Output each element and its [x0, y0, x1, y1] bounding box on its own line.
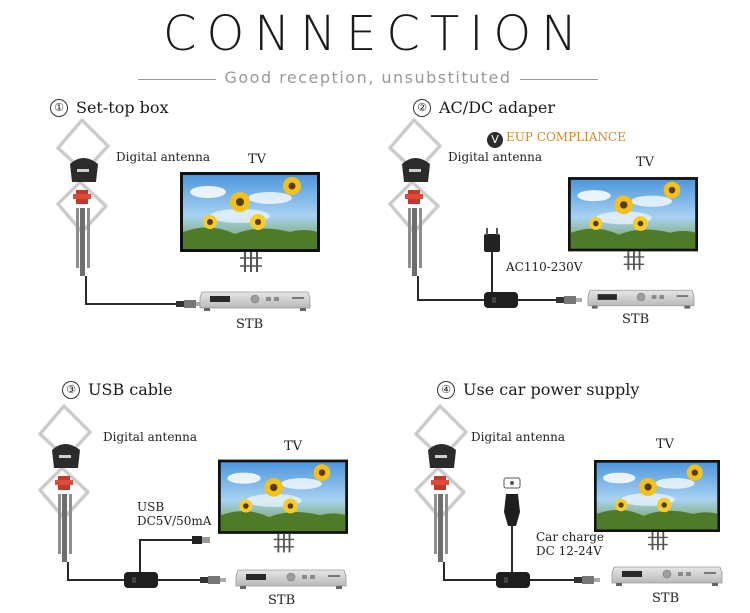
- panel-4-stb-icon: [611, 566, 723, 587]
- panel-4-cable-in: [443, 562, 496, 581]
- panel-3-cable-in: [67, 562, 126, 581]
- panel-4-antenna-label: Digital antenna: [471, 430, 566, 444]
- panel-4-tv-icon: [593, 459, 721, 551]
- panel-4-injector-icon: [496, 572, 530, 588]
- step-4-title: ④ Use car power supply: [437, 380, 639, 399]
- panel-2-power-label: AC110-230V: [506, 260, 583, 274]
- step-1-title: ① Set-top box: [50, 98, 169, 117]
- step-3-number: ③: [62, 381, 80, 399]
- panel-3-tv-label: TV: [284, 439, 303, 454]
- panel-4-tv-label: TV: [656, 437, 675, 452]
- panel-1-stb-label: STB: [236, 317, 264, 332]
- step-3-label: USB cable: [88, 380, 173, 399]
- panel-3-usb-plug-icon: [192, 536, 210, 544]
- panel-4-car-charger-icon: [503, 477, 521, 526]
- page-title: CONNECTION: [162, 6, 588, 62]
- step-4-number: ④: [437, 381, 455, 399]
- panel-3-voltage-label: DC5V/50mA: [137, 514, 212, 528]
- panel-4-stb-label: STB: [652, 591, 680, 606]
- panel-3-usb-label: USB: [137, 500, 165, 514]
- step-2-label: AC/DC adaper: [439, 98, 556, 117]
- panel-4-voltage-label: DC 12-24V: [536, 544, 602, 558]
- panel-2-cable-in: [417, 276, 486, 301]
- panel-1-tv-label: TV: [248, 152, 267, 167]
- eup-v-icon: V: [487, 132, 503, 148]
- panel-2-wall-adapter-icon: [484, 228, 500, 252]
- step-2-title: ② AC/DC adaper: [413, 98, 555, 117]
- panel-2-antenna-label: Digital antenna: [448, 150, 543, 164]
- panel-3-antenna-label: Digital antenna: [103, 430, 198, 444]
- subtitle-row: Good reception, unsubstituted: [0, 68, 750, 92]
- step-1-label: Set-top box: [76, 98, 169, 117]
- panel-3-stb-label: STB: [268, 593, 296, 608]
- step-3-title: ③ USB cable: [62, 380, 173, 399]
- panel-4-car-charge-label: Car charge: [536, 530, 605, 544]
- subtitle-divider-left: [138, 79, 216, 80]
- panel-4-antenna-icon: [414, 404, 468, 564]
- panel-2-tv-label: TV: [636, 155, 655, 170]
- panel-3-usb-cable: [139, 539, 196, 572]
- step-1-number: ①: [50, 99, 68, 117]
- subtitle-divider-right: [520, 79, 598, 80]
- step-4-label: Use car power supply: [463, 380, 640, 399]
- eup-compliance-text: EUP COMPLIANCE: [506, 130, 626, 144]
- page-subtitle: Good reception, unsubstituted: [224, 68, 512, 87]
- panel-1-antenna-label: Digital antenna: [116, 150, 211, 164]
- step-2-number: ②: [413, 99, 431, 117]
- panel-2-stb-label: STB: [622, 312, 650, 327]
- panel-1-cable: [85, 276, 196, 305]
- panel-4-plug-icon: [574, 576, 600, 584]
